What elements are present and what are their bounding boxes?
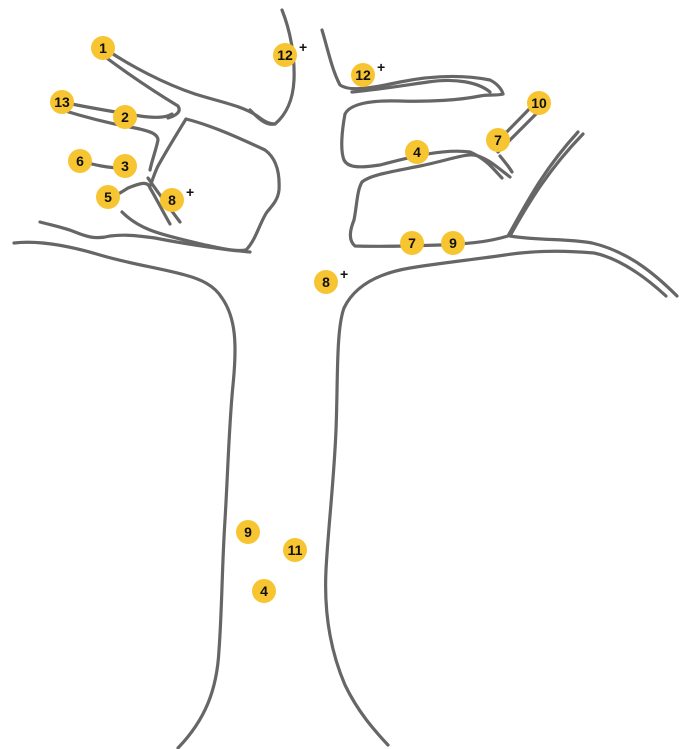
marker-badge-10: 10 (527, 91, 551, 115)
marker-number: 7 (408, 235, 416, 251)
marker-number: 4 (260, 583, 268, 599)
plus-symbol: + (377, 59, 385, 75)
trunk-left-edge (14, 242, 235, 748)
marker-number: 7 (494, 132, 502, 148)
marker-badge-13: 13 (50, 90, 74, 114)
marker-badge-4: 4 (405, 140, 429, 164)
marker-badge-1: 1 (91, 36, 115, 60)
marker-number: 6 (76, 153, 84, 169)
marker-badge-8: 8+ (160, 184, 194, 212)
marker-badge-11: 11 (283, 538, 307, 562)
marker-badge-5: 5 (96, 185, 120, 209)
marker-badge-7: 7 (486, 128, 510, 152)
plus-symbol: + (186, 184, 194, 200)
marker-number: 4 (413, 144, 421, 160)
right-branch-upper (510, 134, 677, 296)
marker-badge-12: 12 + (351, 59, 385, 87)
top-center-twig (250, 10, 294, 124)
marker-badge-2: 2 (113, 105, 137, 129)
marker-number: 8 (168, 192, 176, 208)
marker-badge-7: 7 (400, 231, 424, 255)
marker-badge-4: 4 (252, 579, 276, 603)
marker-number: 13 (54, 94, 70, 110)
marker-badge-6: 6 (68, 149, 92, 173)
marker-number: 8 (322, 274, 330, 290)
marker-number: 12 (355, 67, 371, 83)
marker-number: 2 (121, 109, 129, 125)
marker-number: 11 (288, 542, 303, 558)
marker-badge-8: 8+ (314, 266, 348, 294)
marker-badge-9: 9 (441, 231, 465, 255)
plus-symbol: + (299, 39, 307, 55)
marker-badge-3: 3 (113, 154, 137, 178)
trunk-right-edge (326, 251, 666, 745)
right-branch-lower (350, 132, 578, 246)
tree-outline (14, 10, 677, 748)
marker-number: 3 (121, 158, 129, 174)
marker-number: 9 (449, 235, 457, 251)
marker-badge-9: 9 (236, 520, 260, 544)
marker-number: 9 (244, 524, 252, 540)
left-upper-branch-inner (104, 56, 179, 118)
marker-number: 1 (99, 40, 107, 56)
plus-symbol: + (340, 266, 348, 282)
marker-number: 10 (531, 95, 547, 111)
marker-number: 5 (104, 189, 112, 205)
marker-number: 12 (277, 47, 293, 63)
